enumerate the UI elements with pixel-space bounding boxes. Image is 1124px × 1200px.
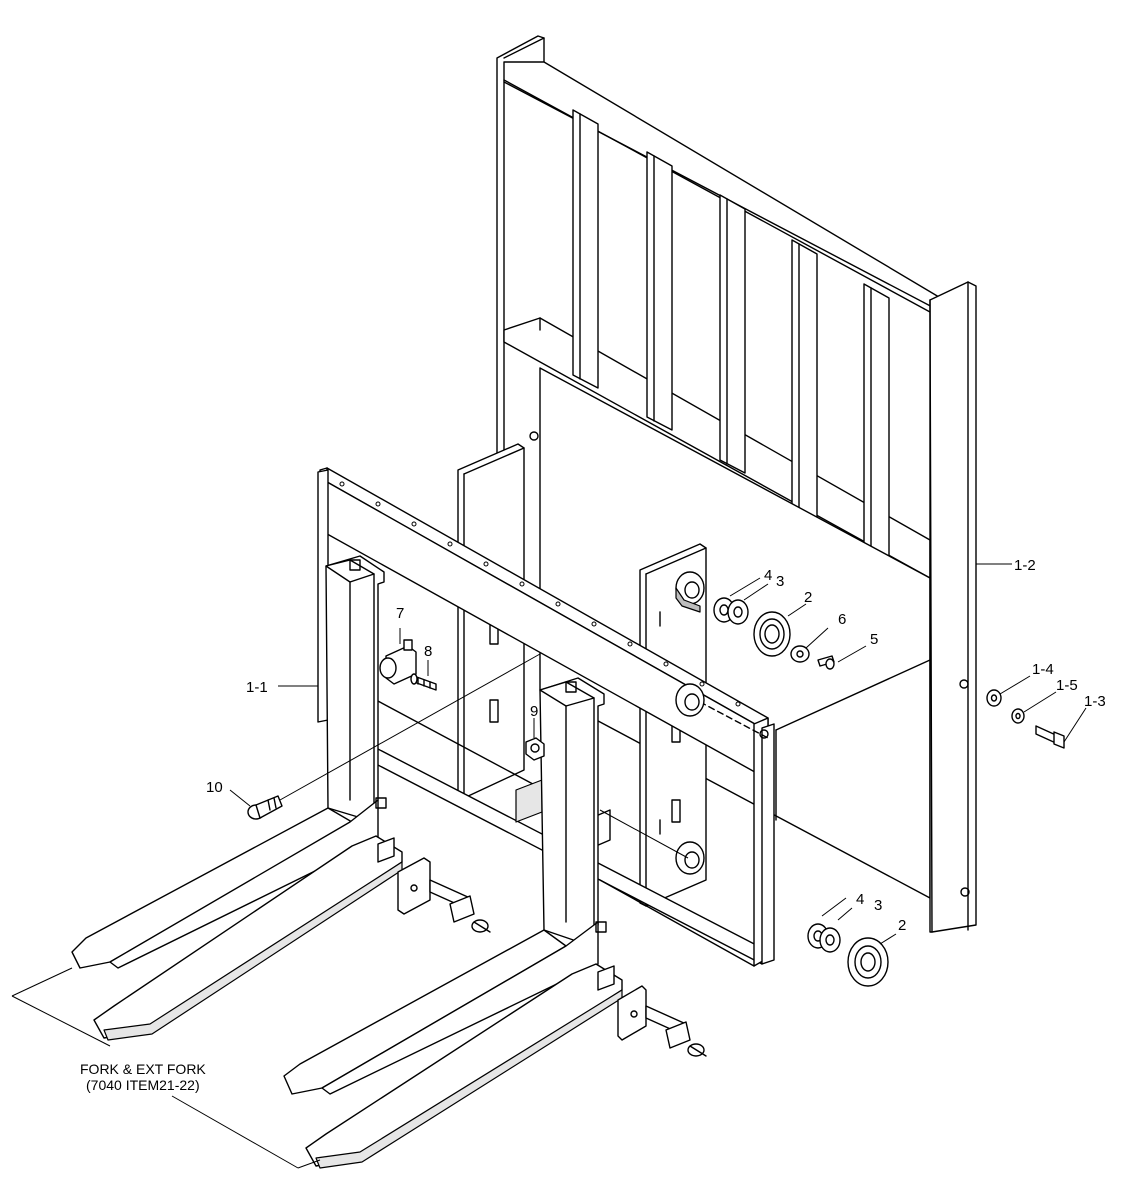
fork-bracket xyxy=(11,967,321,1169)
callout-3-bottom: 3 xyxy=(874,897,882,914)
callout-5: 5 xyxy=(870,631,878,648)
callout-4-top: 4 xyxy=(764,567,772,584)
fork-carriage xyxy=(317,467,775,967)
part-8-bolt xyxy=(410,673,437,691)
callout-2-bottom: 2 xyxy=(898,917,906,934)
callout-1-1: 1-1 xyxy=(246,679,268,696)
part-10-bolt xyxy=(247,795,283,820)
callout-9: 9 xyxy=(530,703,538,720)
roller-assembly-bottom xyxy=(807,923,889,987)
note-line-2: (7040 ITEM21-22) xyxy=(86,1077,200,1093)
leader-lines xyxy=(229,563,1087,945)
fork-right xyxy=(283,677,607,1095)
part-7-stopper xyxy=(379,639,417,685)
callouts: 1-1 1-2 1-3 1-4 1-5 2 2 3 3 4 4 5 6 7 8 … xyxy=(206,557,1106,934)
callout-10: 10 xyxy=(206,779,223,796)
callout-6: 6 xyxy=(838,611,846,628)
carriage-rollers xyxy=(675,571,705,875)
callout-8: 8 xyxy=(424,643,432,660)
callout-1-5: 1-5 xyxy=(1056,677,1078,694)
extension-fork-left xyxy=(93,835,491,1041)
callout-1-2: 1-2 xyxy=(1014,557,1036,574)
callout-3-top: 3 xyxy=(776,573,784,590)
part-9-nut xyxy=(525,737,545,761)
load-backrest xyxy=(496,35,977,933)
callout-1-4: 1-4 xyxy=(1032,661,1054,678)
note-line-1: FORK & EXT FORK xyxy=(80,1061,206,1077)
extension-fork-right xyxy=(305,963,707,1169)
callout-7: 7 xyxy=(396,605,404,622)
fork-left xyxy=(71,555,387,969)
callout-2-top: 2 xyxy=(804,589,812,606)
side-fasteners xyxy=(986,689,1065,749)
carriage-notches xyxy=(339,481,741,707)
fork-note: FORK & EXT FORK (7040 ITEM21-22) xyxy=(80,1061,206,1093)
roller-assembly-top xyxy=(713,597,835,670)
callout-1-3: 1-3 xyxy=(1084,693,1106,710)
callout-4-bottom: 4 xyxy=(856,891,864,908)
